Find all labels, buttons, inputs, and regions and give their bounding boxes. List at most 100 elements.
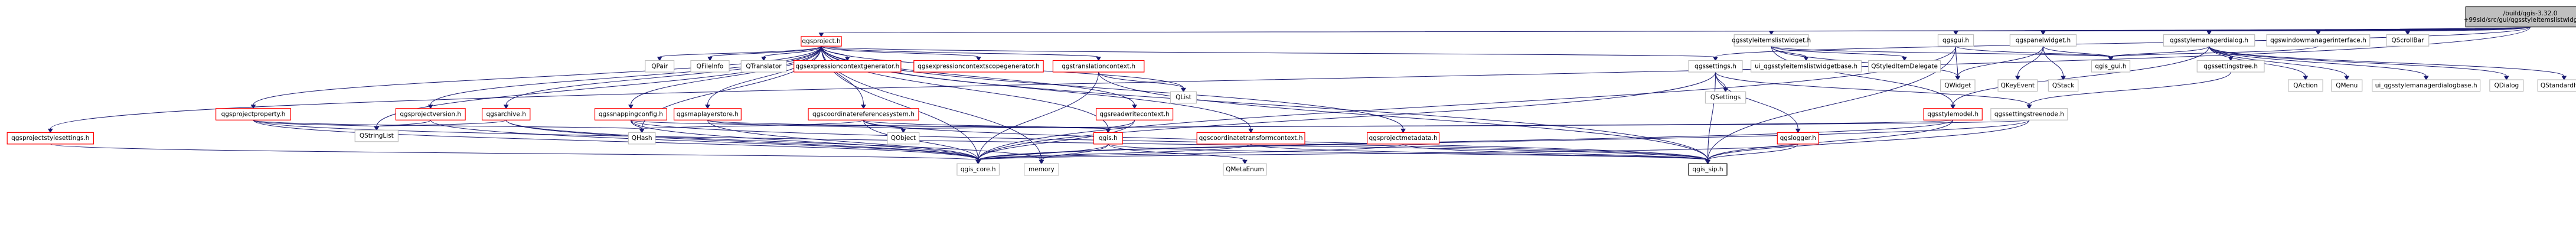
node-qgsstylemodel[interactable]: qgsstylemodel.h [1923,108,1983,120]
node-QHash[interactable]: QHash [628,132,656,145]
node-qgis[interactable]: qgis.h [1093,132,1123,145]
edge-line [707,46,822,105]
edge-qgssettingstreenode-to-qgis_sip [1705,120,2030,165]
edge-arrowhead [1955,76,1961,80]
node-qgis_gui[interactable]: qgis_gui.h [2091,60,2131,73]
edge-line [1953,46,2210,105]
edge-qgsproject-to-qgssettings [821,45,1718,61]
edge-line [978,144,1404,161]
node-qgsgui[interactable]: qgsgui.h [1937,34,1974,47]
edge-qgsstylemanagerdialog-to-ui_qgsstylemanagerdialogbase [2209,45,2429,80]
node-qgscoordinatereferencesystem[interactable]: qgscoordinatereferencesystem.h [808,108,919,120]
node-label: qgsmaplayerstore.h [677,111,739,118]
node-QKeyEvent[interactable]: QKeyEvent [1997,79,2038,92]
edge-line [253,46,822,105]
node-box [794,60,902,73]
edge-qgssettings-to-qgis_sip [1705,71,1716,165]
node-qgstranslationcontext[interactable]: qgstranslationcontext.h [1052,60,1145,73]
node-QWidget[interactable]: QWidget [1940,79,1976,92]
node-qgssettingstreenode[interactable]: qgssettingstreenode.h [1990,108,2068,120]
node-qgis_core[interactable]: qgis_core.h [956,163,1000,176]
node-label: qgswindowmanagerinterface.h [2270,37,2366,44]
edge-line [1707,120,2030,161]
node-qgssettings[interactable]: qgssettings.h [1688,60,1743,73]
node-ui_qgsstyleitemslistwidgetbase[interactable]: ui_qgsstyleitemslistwidgetbase.h [1751,60,1862,73]
node-label: QScrollBar [2391,37,2424,44]
edge-line [978,71,1716,161]
node-QSettings[interactable]: QSettings [1705,91,1746,104]
node-qgsprojectmetadata[interactable]: qgsprojectmetadata.h [1367,132,1440,145]
node-qgssettingstree[interactable]: qgssettingstree.h [2196,60,2265,73]
edge-line [2407,27,2531,32]
node-qgsprojectversion[interactable]: qgsprojectversion.h [395,108,466,120]
node-qgis_sip[interactable]: qgis_sip.h [1688,163,1728,176]
node-qgsarchive[interactable]: qgsarchive.h [481,108,531,120]
node-qgsmaplayerstore[interactable]: qgsmaplayerstore.h [673,108,742,120]
node-QDialog[interactable]: QDialog [2489,79,2524,92]
node-QStandardItem[interactable]: QStandardItem [2537,79,2576,92]
edge-root-to-qgsproject [818,27,2531,37]
edge-line [253,119,1708,161]
edge-arrowhead [1096,57,1101,61]
edge-line [821,27,2531,34]
edge-line [1771,45,1958,77]
node-qgslogger[interactable]: qgslogger.h [1777,132,1819,145]
node-qgspanelwidget[interactable]: qgspanelwidget.h [2009,34,2077,47]
edge-arrowhead [1902,57,1907,61]
node-memory[interactable]: memory [1024,163,1059,176]
edge-arrowhead [861,105,866,109]
edge-qgsreadwritecontext-to-qgis [1105,120,1135,133]
node-QList[interactable]: QList [1170,91,1197,104]
node-box [1733,34,1809,47]
edge-line [630,119,1708,161]
node-qgsproject[interactable]: qgsproject.h [801,36,842,47]
edge-qgspanelwidget-to-QKeyEvent [2015,46,2043,80]
node-QTranslator[interactable]: QTranslator [740,60,787,73]
edge-arrowhead [2061,76,2066,80]
edge-line [707,119,904,129]
node-label: +99sid/src/gui/qgsstyleitemslistwidget.c… [2464,17,2576,24]
node-label: qgsprojectstylesettings.h [11,135,89,142]
node-qgsexpressioncontextgenerator[interactable]: qgsexpressioncontextgenerator.h [794,60,902,73]
node-qgsreadwritecontext[interactable]: qgsreadwritecontext.h [1095,108,1174,120]
node-ui_qgsstylemanagerdialogbase[interactable]: ui_qgsstylemanagerdialogbase.h [2372,79,2481,92]
node-box [2465,6,2576,28]
node-QStringList[interactable]: QStringList [354,129,399,142]
edge-line [707,120,979,161]
node-QMetaEnum[interactable]: QMetaEnum [1223,163,1267,176]
edge-arrowhead [2015,76,2020,80]
edge-line [1041,144,1109,161]
edge-arrowhead [628,105,634,109]
node-label: QStandardItem [2541,82,2576,89]
node-qgssnappingconfig[interactable]: qgssnappingconfig.h [594,108,667,120]
node-QStack[interactable]: QStack [2048,79,2079,92]
node-QScrollBar[interactable]: QScrollBar [2386,34,2430,47]
node-box [956,163,1000,176]
edge-arrowhead [1105,128,1111,133]
node-QStyledItemDelegate[interactable]: QStyledItemDelegate [1868,60,1941,73]
node-qgsprojectproperty[interactable]: qgsprojectproperty.h [216,108,291,120]
node-box [1223,163,1267,176]
node-QPair[interactable]: QPair [645,60,675,73]
node-box [801,36,842,47]
node-qgsstylemanagerdialog[interactable]: qgsstylemanagerdialog.h [2163,34,2255,47]
node-qgsexpressioncontextscopegenerator[interactable]: qgsexpressioncontextscopegenerator.h [913,60,1044,73]
node-qgsstyleitemslistwidget[interactable]: qgsstyleitemslistwidget.h [1732,34,1811,47]
edge-arrowhead [657,57,662,61]
edge-arrowhead [976,57,981,61]
edge-qgscoordinatereferencesystem-to-QObject [863,120,906,133]
node-QObject[interactable]: QObject [887,132,920,145]
edge-qgsproject-to-qgsprojectproperty [250,46,822,109]
edge-line [821,46,1135,105]
node-QAction[interactable]: QAction [2288,79,2323,92]
edge-qgstranslationcontext-to-QList [1098,71,1186,93]
node-QFileInfo[interactable]: QFileInfo [690,60,730,73]
node-QMenu[interactable]: QMenu [2331,79,2363,92]
edge-line [50,144,979,161]
node-qgsprojectstylesettings[interactable]: qgsprojectstylesettings.h [6,132,94,145]
node-qgswindowmanagerinterface[interactable]: qgswindowmanagerinterface.h [2266,34,2371,47]
node-qgscoordinatetransformcontext[interactable]: qgscoordinatetransformcontext.h [1196,132,1305,145]
edge-qgsproject-to-qgsarchive [503,46,822,109]
edge-arrowhead [818,32,824,37]
edge-arrowhead [1713,57,1718,61]
